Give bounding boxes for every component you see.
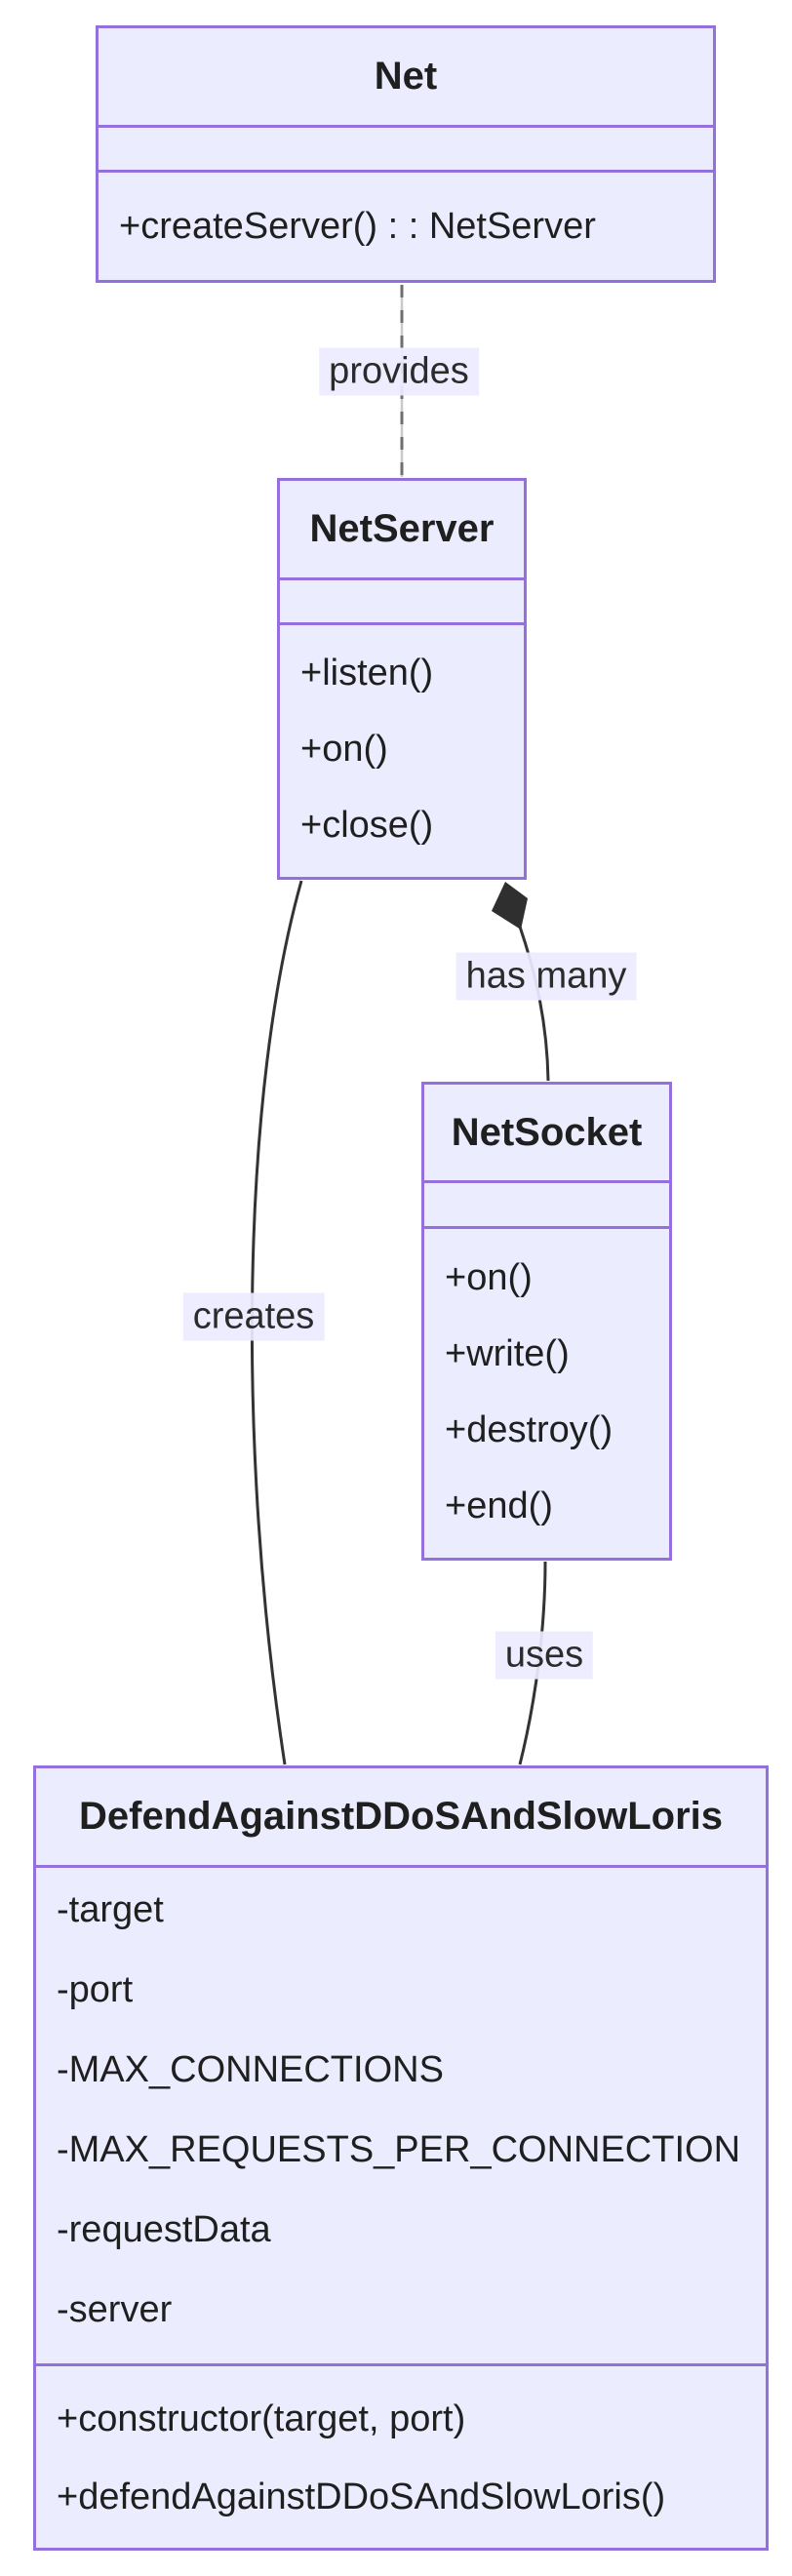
edge-label-uses: uses [495,1631,594,1680]
class-attribute: -requestData [57,2209,271,2250]
class-methods-section: +listen() +on() +close() [280,625,524,877]
class-box-netsocket: NetSocket +on() +write() +destroy() +end… [421,1082,672,1561]
class-method: +on() [445,1257,533,1298]
class-methods-section: +on() +write() +destroy() +end() [424,1229,669,1558]
class-attribute: -MAX_REQUESTS_PER_CONNECTION [57,2129,741,2170]
class-method: +createServer() : : NetServer [119,206,596,247]
class-box-netserver: NetServer +listen() +on() +close() [277,478,527,880]
class-attributes-section [424,1183,669,1229]
edge-label-creates: creates [182,1292,325,1341]
class-attribute: -server [57,2289,173,2330]
class-method: +write() [445,1333,570,1374]
class-title: Net [99,28,713,128]
class-attributes-section [280,580,524,625]
class-method: +close() [300,805,434,846]
class-attribute: -target [57,1889,164,1930]
class-method: +on() [300,729,388,770]
creates-edge [250,880,303,1765]
class-title: NetServer [280,481,524,580]
class-method: +end() [445,1486,553,1526]
class-method: +destroy() [445,1409,614,1450]
class-methods-section: +createServer() : : NetServer [99,173,713,280]
composition-diamond-icon [492,882,528,930]
edge-label-has-many: has many [455,952,637,1001]
class-box-defend-against-ddos-and-slow-loris: DefendAgainstDDoSAndSlowLoris -target -p… [33,1765,769,2551]
class-box-net: Net +createServer() : : NetServer [96,25,716,283]
class-title: DefendAgainstDDoSAndSlowLoris [36,1768,766,1868]
class-method: +defendAgainstDDoSAndSlowLoris() [57,2477,666,2517]
class-title: NetSocket [424,1085,669,1183]
class-attributes-section: -target -port -MAX_CONNECTIONS -MAX_REQU… [36,1868,766,2366]
edge-label-provides: provides [319,347,479,396]
class-attributes-section [99,128,713,173]
class-attribute: -port [57,1969,134,2010]
class-attribute: -MAX_CONNECTIONS [57,2049,444,2090]
class-method: +constructor(target, port) [57,2398,466,2439]
class-method: +listen() [300,653,434,694]
class-methods-section: +constructor(target, port) +defendAgains… [36,2366,766,2548]
has-many-edge [518,926,550,1082]
